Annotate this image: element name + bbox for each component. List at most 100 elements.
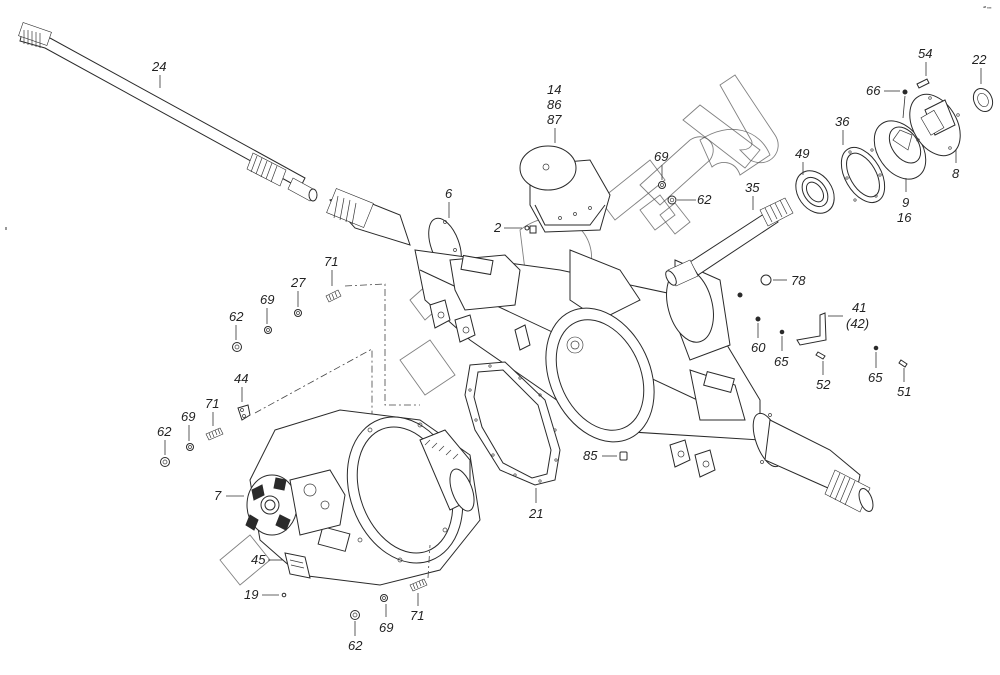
splined-shaft-35[interactable] [664,197,794,287]
assembly-line-71-bottom [427,544,431,579]
bracket-41[interactable] [796,312,827,346]
lock-plate-44[interactable] [237,404,251,421]
callout-41-42: 41 (42) [828,300,869,331]
callout-35: 35 [745,180,760,210]
callout-45: 45 [251,552,283,567]
callout-52: 52 [816,361,831,392]
bolt-54[interactable] [916,78,930,89]
washer-69-mid[interactable] [186,443,194,451]
svg-text:7: 7 [214,488,222,503]
svg-text:71: 71 [410,608,424,623]
svg-text:19: 19 [244,587,258,602]
callout-65-right: 65 [868,352,883,385]
through-shaft-24[interactable] [18,22,318,202]
svg-text:60: 60 [751,340,766,355]
callout-24: 24 [151,59,166,88]
callout-14-86-87: 14 86 87 [547,82,562,143]
drive-flange-8[interactable] [899,85,970,164]
corner-mark: ᵃᴮ ▪▪▪ [983,5,992,10]
callout-65-left: 65 [774,336,789,369]
washer-69-bottom[interactable] [380,594,388,602]
svg-text:69: 69 [379,620,393,635]
callout-27: 27 [290,275,306,307]
callout-49: 49 [795,146,809,175]
stud-71-mid[interactable] [205,427,224,441]
svg-text:9: 9 [902,195,909,210]
callout-7: 7 [214,488,244,503]
plug-78[interactable] [760,274,772,286]
callout-85: 85 [583,448,617,463]
gasket-36[interactable] [832,140,893,210]
nameplate-45[interactable] [284,552,311,579]
bolt-52[interactable] [815,351,826,360]
svg-text:62: 62 [348,638,363,653]
gasket-21[interactable] [464,361,561,486]
svg-text:ᵃᴮ ▪▪▪: ᵃᴮ ▪▪▪ [983,5,992,10]
callout-19: 19 [244,587,279,602]
svg-text:78: 78 [791,273,806,288]
svg-text:69: 69 [654,149,668,164]
stud-71-top[interactable] [325,289,342,303]
stud-71-bottom[interactable] [409,578,428,592]
svg-text:54: 54 [918,46,932,61]
callout-51: 51 [897,368,911,399]
svg-text:49: 49 [795,146,809,161]
svg-text:86: 86 [547,97,562,112]
svg-text:65: 65 [868,370,883,385]
svg-text:6: 6 [445,186,453,201]
svg-text:27: 27 [290,275,306,290]
svg-text:22: 22 [971,52,987,67]
callout-62-mid: 62 [157,424,172,455]
edge-speck [5,227,7,230]
bolt-51[interactable] [898,359,908,368]
axle-housing[interactable] [326,188,876,513]
nut-62-bottom[interactable] [350,610,360,620]
callout-71-bottom: 71 [410,593,424,623]
svg-text:41: 41 [852,300,866,315]
svg-text:87: 87 [547,112,562,127]
nut-60[interactable] [755,316,761,322]
svg-text:16: 16 [897,210,912,225]
brake-chamber-14[interactable] [519,145,611,233]
callout-71-top: 71 [324,254,338,286]
washer-65-right[interactable] [873,345,879,351]
callout-78: 78 [773,273,806,288]
svg-text:51: 51 [897,384,911,399]
svg-text:71: 71 [205,396,219,411]
bearing-cover-9[interactable] [864,111,937,189]
svg-text:85: 85 [583,448,598,463]
svg-text:69: 69 [260,292,274,307]
bearing-49[interactable] [788,163,842,220]
assembly-line-71 [344,283,420,406]
svg-text:62: 62 [229,309,244,324]
nut-62-top[interactable] [667,195,677,205]
svg-text:62: 62 [697,192,712,207]
svg-text:62: 62 [157,424,172,439]
nut-62-left[interactable] [232,342,242,352]
svg-text:24: 24 [151,59,166,74]
washer-69-top[interactable] [658,181,666,189]
callout-60: 60 [751,323,766,355]
main-gear-7[interactable] [245,401,482,586]
svg-text:35: 35 [745,180,760,195]
callout-21: 21 [528,488,543,521]
washer-69-left[interactable] [264,326,272,334]
callout-8: 8 [952,150,960,181]
callout-71-mid: 71 [205,396,219,426]
nut-27[interactable] [294,309,302,317]
svg-text:21: 21 [528,506,543,521]
callout-54: 54 [918,46,932,76]
svg-text:69: 69 [181,409,195,424]
callout-62-bottom: 62 [348,621,363,653]
nut-22[interactable] [970,85,996,114]
svg-text:71: 71 [324,254,338,269]
callout-69-left: 69 [260,292,274,324]
washer-65-left[interactable] [779,329,785,335]
plug-2[interactable] [524,225,537,234]
rivet-19[interactable] [281,592,287,598]
plug-85[interactable] [619,451,628,461]
callout-66: 66 [866,83,906,119]
lock-washer-66[interactable] [902,89,908,95]
nut-62-mid[interactable] [160,457,170,467]
